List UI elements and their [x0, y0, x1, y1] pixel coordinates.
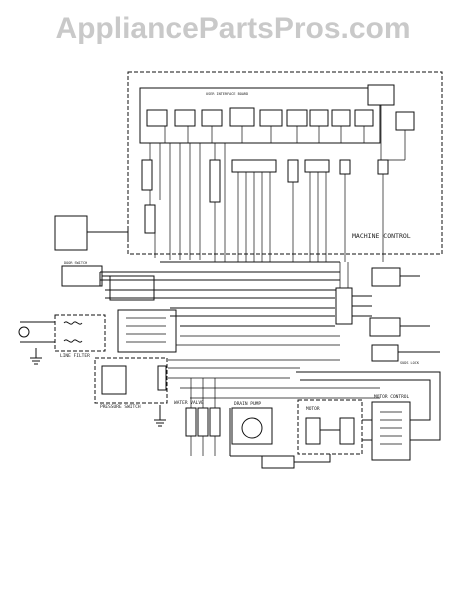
drain-switch — [371, 267, 401, 287]
control-connectors — [141, 159, 389, 234]
pressure-switch-label: PRESSURE SWITCH — [100, 404, 141, 410]
machine-control-boundary — [127, 71, 443, 255]
suds-switch — [371, 344, 399, 362]
water-valves — [185, 378, 221, 456]
watermark-text: AppliancePartsPros.com — [55, 12, 410, 45]
motor-label: MOTOR — [306, 406, 320, 412]
main-harness — [99, 271, 380, 399]
door-switch-box — [61, 265, 103, 287]
harness-connector — [335, 287, 353, 325]
machine-control-label: MACHINE CONTROL — [352, 232, 411, 240]
bottom-connector — [261, 455, 295, 469]
motor-control-box — [371, 401, 411, 461]
line-filter-label: LINE FILTER — [60, 353, 90, 359]
pressure-sensor-box — [54, 215, 88, 251]
drain-pump-box — [231, 407, 273, 445]
control-wiring — [149, 105, 406, 262]
suds-lock-label: SUDS LOCK — [400, 361, 420, 365]
door-switch-label: DOOR SWITCH — [64, 261, 87, 265]
motor-wiring — [296, 371, 441, 441]
drain-pump-label: DRAIN PUMP — [234, 401, 261, 407]
water-valve-label: WATER VALVE — [174, 400, 204, 406]
motor-control-label: MOTOR CONTROL — [374, 394, 410, 400]
user-interface-label: USER INTERFACE BOARD — [206, 92, 248, 96]
keypad-switches — [146, 107, 374, 127]
line-filter-box — [54, 314, 106, 352]
door-plunger-switch — [369, 317, 401, 337]
lock-relay-box — [117, 309, 177, 353]
ground-symbol — [154, 405, 166, 427]
top-right-device — [367, 84, 395, 106]
pressure-switch-box — [94, 357, 168, 404]
